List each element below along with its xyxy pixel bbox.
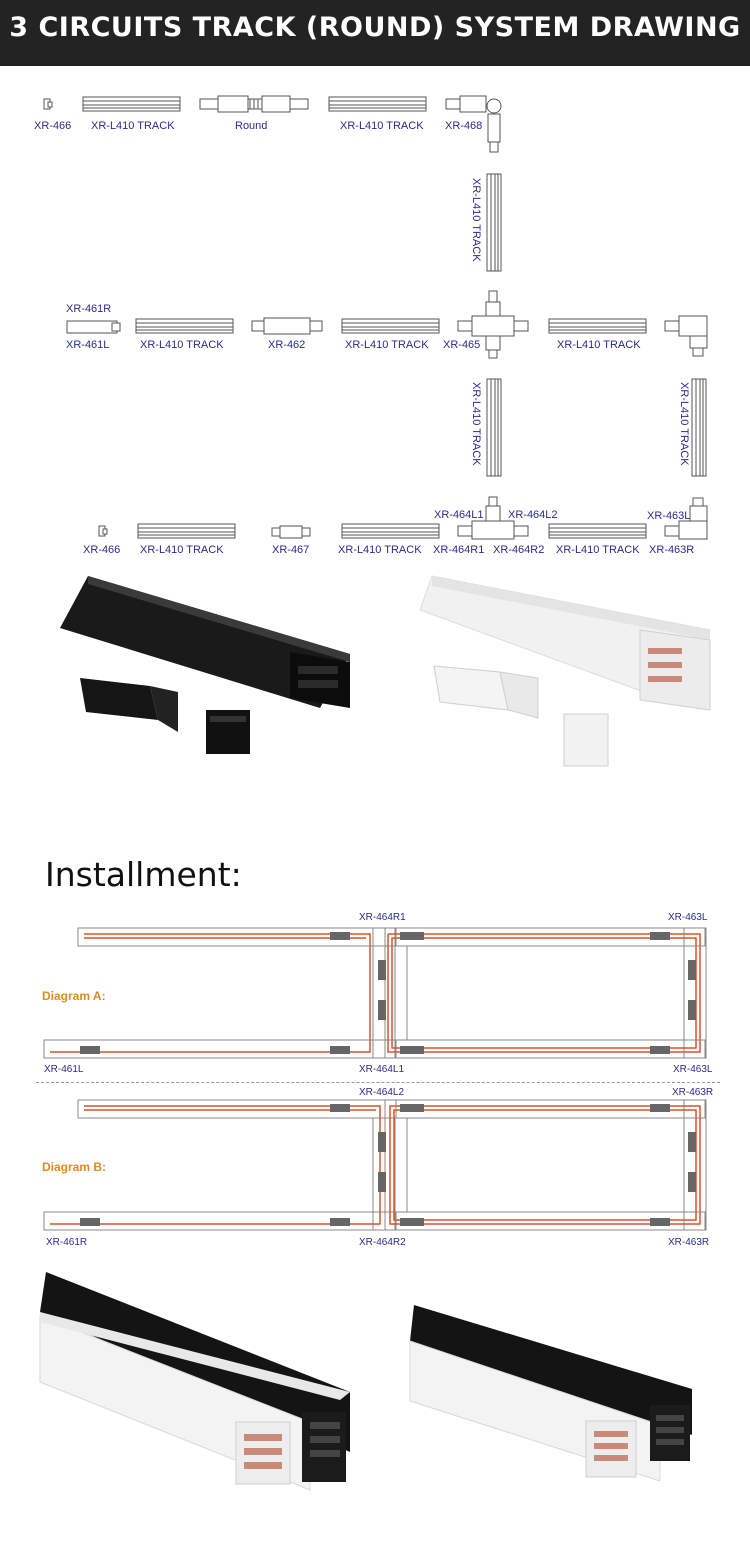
- track-piece: [486, 173, 502, 272]
- track-piece: [328, 96, 427, 112]
- label-track: XR-L410 TRACK: [340, 120, 424, 132]
- label-corner-left: XR-463L: [647, 510, 691, 522]
- label-corner-right: XR-463R: [649, 544, 695, 556]
- track-piece: [137, 523, 236, 539]
- straight-connector: [251, 317, 323, 335]
- label-t-right-2: XR-464R2: [493, 544, 545, 556]
- feed-in-component: [66, 320, 121, 334]
- label-end-cap: XR-466: [34, 120, 72, 132]
- white-track-product-image: [419, 575, 711, 767]
- diagram-b-label-bottom-right: XR-463R: [668, 1237, 710, 1248]
- diagram-a-label-bottom-mid: XR-464L1: [359, 1064, 405, 1075]
- track-piece: [135, 318, 234, 334]
- diagram-b-name: Diagram B:: [42, 1160, 107, 1174]
- track-piece: [341, 318, 440, 334]
- label-track: XR-L410 TRACK: [557, 339, 641, 351]
- diagram-a-label-top-right: XR-463L: [668, 912, 708, 923]
- diagram-b-label-bottom-left: XR-461R: [46, 1237, 88, 1248]
- track-piece: [548, 318, 647, 334]
- end-cap-component: [43, 98, 53, 110]
- label-end-cap: XR-466: [83, 544, 121, 556]
- corner-connector: [664, 315, 708, 357]
- diagram-a-label-bottom-left: XR-461L: [44, 1064, 84, 1075]
- page-title: 3 CIRCUITS TRACK (ROUND) SYSTEM DRAWING: [9, 12, 741, 43]
- diagram-a-label-bottom-right: XR-463L: [673, 1064, 713, 1075]
- system-drawing: [43, 95, 708, 540]
- label-track-vertical: XR-L410 TRACK: [470, 178, 482, 262]
- diagram-b-label-bottom-mid: XR-464R2: [359, 1237, 406, 1248]
- label-corner: XR-468: [445, 120, 483, 132]
- diagram-a-label-top-mid: XR-464R1: [359, 912, 406, 923]
- label-track: XR-L410 TRACK: [140, 544, 224, 556]
- track-piece: [341, 523, 440, 539]
- mini-connector: [271, 525, 311, 539]
- corner-connector: [445, 95, 502, 153]
- label-feed-in-right: XR-461R: [66, 303, 112, 315]
- diagram-b-label-top-mid: XR-464L2: [359, 1087, 405, 1098]
- diagram-b-label-top-right: XR-463R: [672, 1087, 714, 1098]
- label-track: XR-L410 TRACK: [345, 339, 429, 351]
- diagram-b: [43, 1099, 707, 1231]
- label-track: XR-L410 TRACK: [338, 544, 422, 556]
- black-white-track-pair-image: [39, 1272, 350, 1491]
- diagram-a: [43, 927, 707, 1059]
- installment-title: Installment:: [45, 855, 242, 894]
- round-flex-connector: [199, 95, 309, 113]
- label-track: XR-L410 TRACK: [556, 544, 640, 556]
- label-feed-in-left: XR-461L: [66, 339, 110, 351]
- track-piece: [486, 378, 502, 477]
- label-track-vertical: XR-L410 TRACK: [470, 382, 482, 466]
- page-header: 3 CIRCUITS TRACK (ROUND) SYSTEM DRAWING: [0, 0, 750, 66]
- black-track-product-image: [60, 576, 350, 754]
- end-cap-component: [98, 525, 108, 537]
- diagram-divider: [36, 1082, 720, 1083]
- white-black-track-pair-image: [409, 1305, 692, 1482]
- label-track: XR-L410 TRACK: [91, 120, 175, 132]
- track-piece: [691, 378, 707, 477]
- label-x-connector: XR-465: [443, 339, 481, 351]
- label-track-vertical: XR-L410 TRACK: [678, 382, 690, 466]
- label-t-right-1: XR-464R1: [433, 544, 485, 556]
- track-piece: [82, 96, 181, 112]
- corner-connector: [664, 497, 708, 540]
- label-round: Round: [235, 120, 268, 132]
- label-mini-connector: XR-467: [272, 544, 310, 556]
- label-connector: XR-462: [268, 339, 306, 351]
- label-t-left-2: XR-464L2: [508, 509, 558, 521]
- t-connector: [457, 496, 529, 540]
- diagram-a-name: Diagram A:: [42, 989, 106, 1003]
- label-track: XR-L410 TRACK: [140, 339, 224, 351]
- x-connector: [457, 290, 529, 359]
- label-t-left-1: XR-464L1: [434, 509, 484, 521]
- track-piece: [548, 523, 647, 539]
